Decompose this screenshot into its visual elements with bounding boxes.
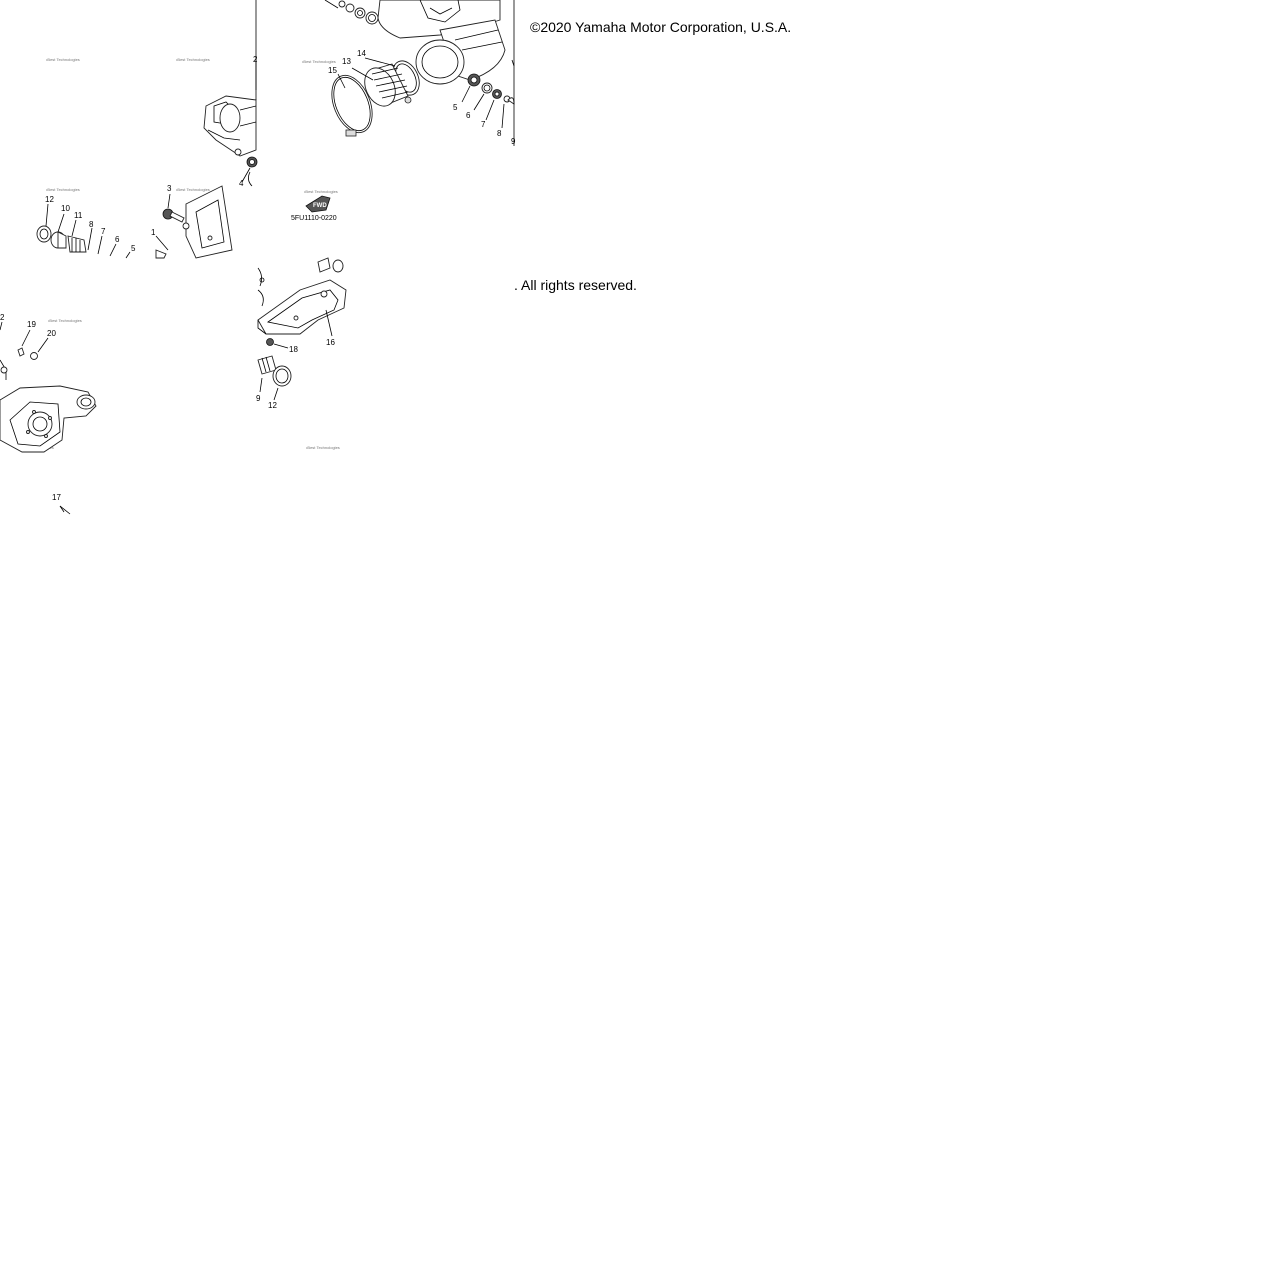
rights-reserved-notice: . All rights reserved. xyxy=(514,277,637,293)
callout-5: 5 xyxy=(131,244,136,253)
callout-11: 11 xyxy=(74,211,83,220)
callout-9: 9 xyxy=(511,137,516,146)
diagram-tile-middle: 16 18 9 12 •Best Technologies xyxy=(256,257,347,450)
callout-17: 17 xyxy=(52,493,61,502)
callout-7: 7 xyxy=(101,227,106,236)
callout-10: 10 xyxy=(61,204,70,213)
callout-6: 6 xyxy=(466,111,471,120)
diagram-tile-bottom-left: 17 xyxy=(52,493,71,515)
callout-13: 13 xyxy=(342,57,351,66)
fwd-arrow-group: FWD •Best Technologies 5FU1110-0220 xyxy=(291,189,338,222)
fwd-arrow-icon xyxy=(305,195,331,213)
callout-3: 3 xyxy=(167,184,172,193)
callout-9: 9 xyxy=(256,394,261,403)
fwd-label: FWD xyxy=(313,203,327,209)
callout-16: 16 xyxy=(326,338,335,347)
callout-2-top: 2 xyxy=(253,55,258,64)
callout-1: 1 xyxy=(151,228,156,237)
svg-text:•Best Technologies: •Best Technologies xyxy=(46,57,80,62)
tile-seams xyxy=(255,0,515,146)
svg-text:•Best Technologies: •Best Technologies xyxy=(46,187,80,192)
callout-5: 5 xyxy=(453,103,458,112)
svg-text:•Best Technologies: •Best Technologies xyxy=(306,445,340,450)
diagram-tile-top-left: •Best Technologies •Best Technologies 12… xyxy=(36,57,136,259)
diagram-tile-middle-left: •Best Technologies •Best Technologies 19… xyxy=(0,313,97,453)
copyright-notice: ©2020 Yamaha Motor Corporation, U.S.A. xyxy=(530,19,792,35)
diagram-tile-top-right: 14 13 15 5 6 7 8 9 •Best Technologies xyxy=(302,0,516,146)
callout-4: 4 xyxy=(239,179,244,188)
callout-7: 7 xyxy=(481,120,486,129)
callout-12: 12 xyxy=(45,195,54,204)
svg-text:•Best Technologies: •Best Technologies xyxy=(176,187,210,192)
svg-text:•Best Technologies: •Best Technologies xyxy=(176,57,210,62)
callout-8: 8 xyxy=(497,129,502,138)
callout-18: 18 xyxy=(289,345,298,354)
callout-19: 19 xyxy=(27,320,36,329)
svg-text:•Best Technologies: •Best Technologies xyxy=(302,59,336,64)
callout-15: 15 xyxy=(328,66,337,75)
callout-12-bottom: 12 xyxy=(268,401,277,410)
callout-6: 6 xyxy=(115,235,120,244)
diagram-code-label: 5FU1110-0220 xyxy=(291,215,337,222)
callout-8: 8 xyxy=(89,220,94,229)
diagram-tile-top-middle: 4 2 3 1 •Best Technologies •Best Technol… xyxy=(151,55,258,259)
svg-text:•Best Technologies: •Best Technologies xyxy=(304,189,338,194)
callout-14: 14 xyxy=(357,49,366,58)
callout-2-left: 2 xyxy=(0,313,5,322)
svg-text:•Best Technologies: •Best Technologies xyxy=(48,318,82,323)
callout-20: 20 xyxy=(47,329,56,338)
